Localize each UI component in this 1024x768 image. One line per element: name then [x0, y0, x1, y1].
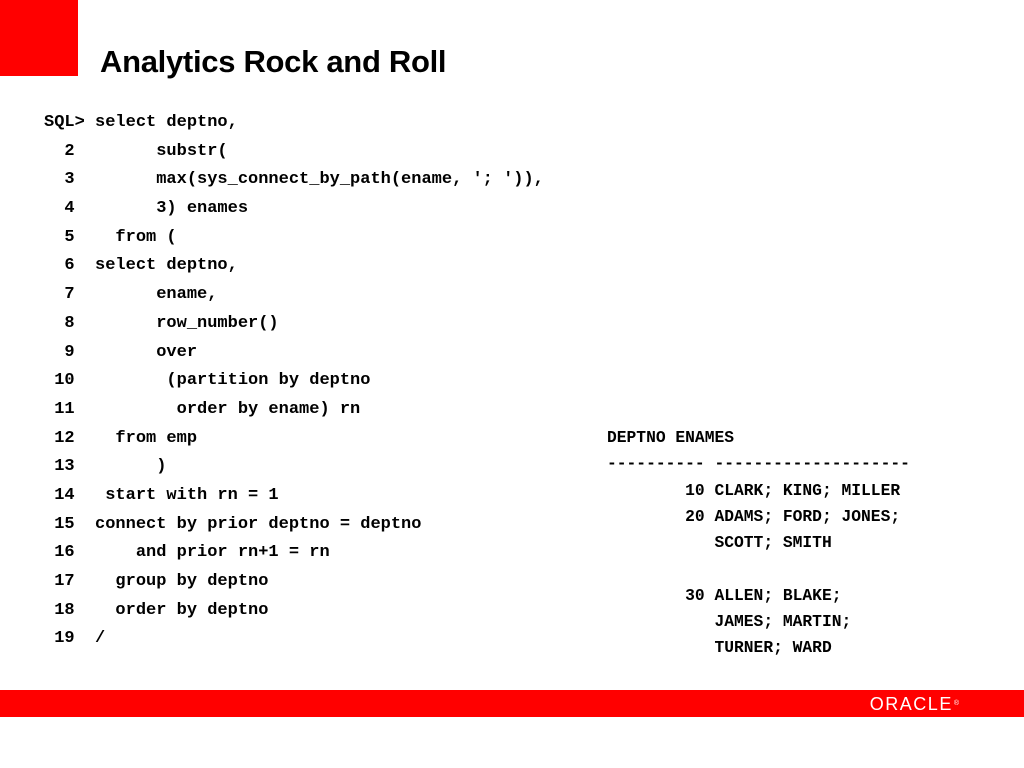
code-line: 8 row_number() — [44, 313, 279, 333]
code-line: 13 ) — [44, 457, 167, 477]
code-line: 7 ename, — [44, 285, 218, 305]
code-line: SQL> select deptno, — [44, 113, 238, 132]
code-line: 5 from ( — [44, 227, 177, 247]
code-line: 6 select deptno, — [44, 256, 238, 276]
registered-mark: ® — [953, 700, 959, 707]
code-line: 10 (partition by deptno — [44, 371, 371, 391]
result-row: JAMES; MARTIN; — [607, 612, 852, 632]
query-result-block: DEPTNO ENAMES ---------- ----------------… — [607, 425, 910, 662]
code-line: 19 / — [44, 629, 106, 649]
code-line: 14 start with rn = 1 — [44, 485, 279, 505]
result-blank-line — [607, 556, 910, 582]
result-row: TURNER; WARD — [607, 638, 832, 658]
result-row: SCOTT; SMITH — [607, 533, 832, 553]
code-line: 2 substr( — [44, 141, 228, 161]
result-row: 30 ALLEN; BLAKE; — [607, 585, 842, 605]
sql-code-block: SQL> select deptno, 2 substr( 3 max(sys_… — [44, 109, 544, 654]
slide-title: Analytics Rock and Roll — [100, 44, 447, 79]
code-line: 3 max(sys_connect_by_path(ename, '; ')), — [44, 170, 544, 190]
code-line: 18 order by deptno — [44, 600, 269, 620]
code-line: 12 from emp — [44, 428, 198, 448]
code-line: 16 and prior rn+1 = rn — [44, 543, 330, 563]
code-line: 11 order by ename) rn — [44, 399, 361, 419]
oracle-logo-text: ORACLE — [869, 694, 953, 714]
footer-bar: ORACLE® — [0, 690, 1024, 717]
result-header: DEPTNO ENAMES — [607, 428, 735, 447]
red-accent-square — [0, 0, 78, 76]
code-line: 15 connect by prior deptno = deptno — [44, 514, 422, 534]
result-row: 20 ADAMS; FORD; JONES; — [607, 506, 901, 526]
oracle-logo: ORACLE® — [870, 695, 959, 713]
code-line: 4 3) enames — [44, 199, 249, 219]
result-row: 10 CLARK; KING; MILLER — [607, 480, 901, 500]
result-separator: ---------- -------------------- — [607, 454, 910, 474]
code-line: 17 group by deptno — [44, 572, 269, 591]
code-line: 9 over — [44, 342, 198, 362]
